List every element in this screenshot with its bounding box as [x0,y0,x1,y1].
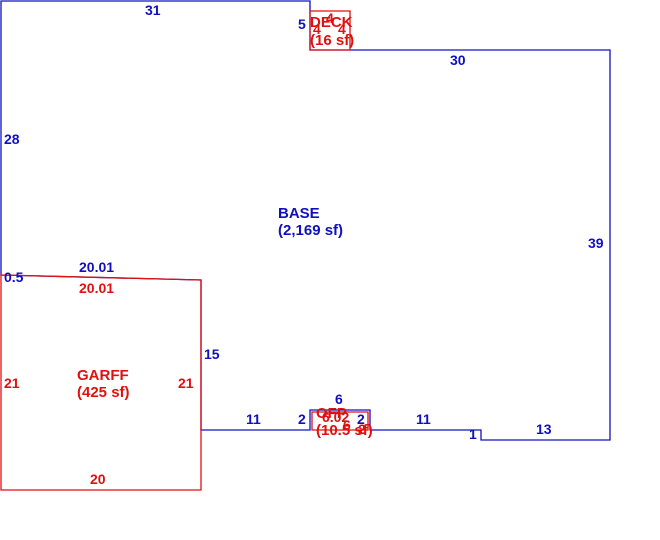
dim-deck-left: 4 [313,21,321,37]
dim-base-garage-corner: 0.5 [4,269,24,285]
dim-base-bottom-mid-right: 11 [416,411,431,427]
deck-area-name: DECK [310,14,353,31]
deck-outline [309,10,351,51]
deck-area-size: (16 sf) [310,32,354,49]
dim-porch-inner-left: 6.02 [322,409,349,425]
dim-garage-right: 21 [178,375,194,391]
dim-base-bottom-mid-left: 11 [246,411,261,427]
dim-porch-inner-bottom: 6 [343,417,351,433]
dim-base-porch-left: 2 [298,411,306,427]
dim-base-porch-top: 6 [335,391,343,407]
dim-base-right: 39 [588,235,604,251]
garage-area-size: (425 sf) [77,384,130,401]
dim-base-left: 28 [4,131,20,147]
porch-outline [311,411,369,431]
base-area-size: (2,169 sf) [278,222,343,239]
dim-base-porch-right: 2 [357,411,365,427]
dim-garage-top: 20.01 [79,280,114,296]
porch-area-size: (10.5 sf) [316,422,373,439]
dim-base-notch-left: 5 [298,16,306,32]
base-area-name: BASE [278,205,320,222]
dim-garage-left: 21 [4,375,20,391]
dim-deck-top: 4 [326,10,334,26]
dim-base-top: 31 [145,2,161,18]
dim-base-step: 1 [469,426,477,442]
porch-area-name: OFP [316,405,347,422]
dim-porch-inner-right: 2 [358,421,366,437]
garage-outline [0,274,202,491]
dim-deck-right: 4 [338,21,346,37]
dim-garage-bottom: 20 [90,471,106,487]
dim-base-bottom-right: 13 [536,421,552,437]
dim-base-garage-right: 15 [204,346,220,362]
garage-area-name: GARFF [77,367,129,384]
dim-base-garage-top: 20.01 [79,259,114,275]
dim-base-top-right: 30 [450,52,466,68]
